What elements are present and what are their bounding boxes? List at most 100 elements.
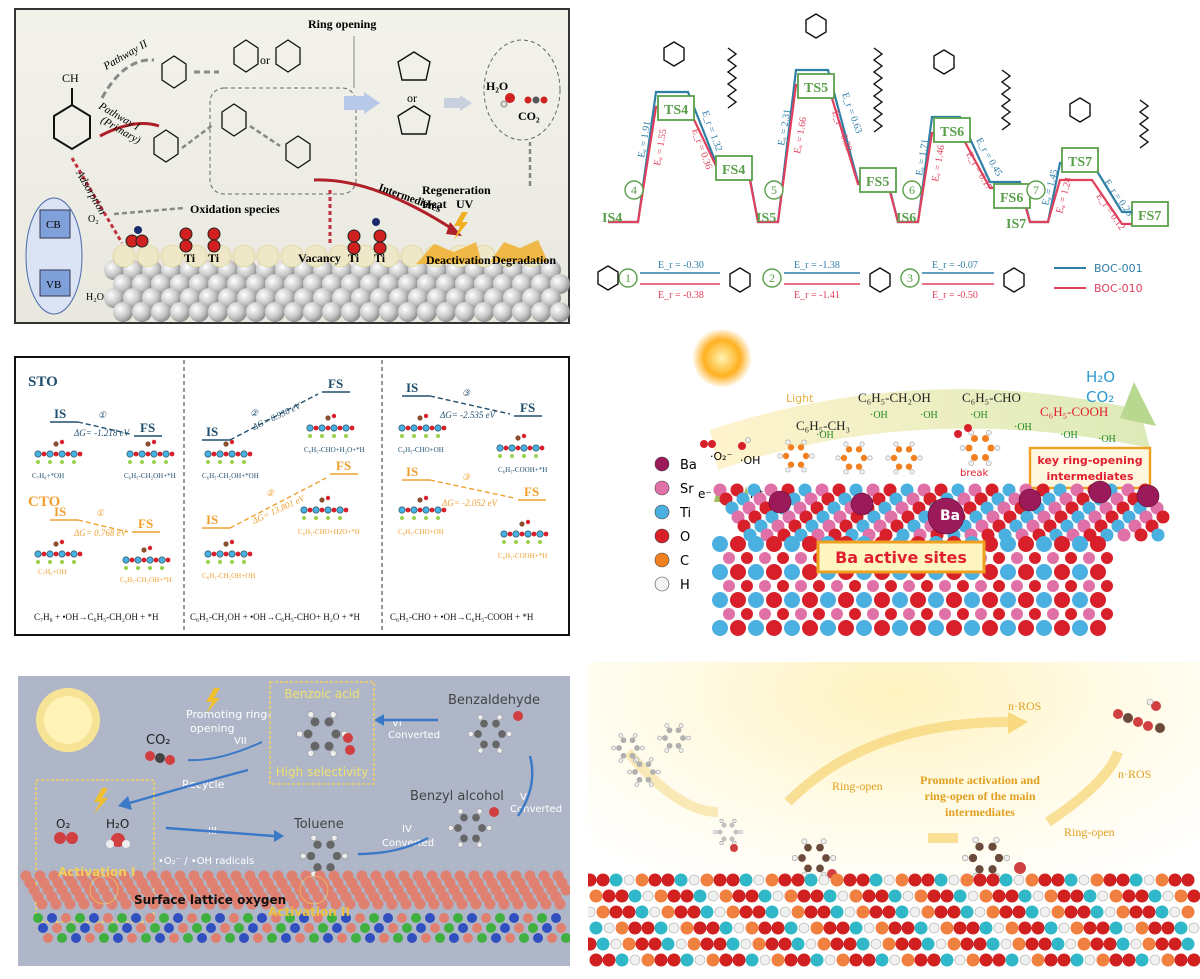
surface-atom: [830, 873, 844, 887]
cation-atom: [326, 516, 330, 520]
float-benzene-4-hydrogen: [719, 818, 724, 823]
break-label: break: [960, 468, 989, 479]
surface-atom: [596, 937, 610, 951]
surface-atom: [1174, 889, 1188, 903]
lattice-cation-atom: [271, 913, 281, 923]
slab-atom: [1134, 528, 1148, 542]
slab-atom: [1090, 564, 1106, 580]
surface-atom: [810, 889, 824, 903]
surface-atom: [745, 889, 759, 903]
surface-atom: [1005, 953, 1019, 967]
nros-label-2: n·ROS: [1118, 767, 1151, 781]
oxygen-atom: [41, 551, 47, 557]
ba-active-sites-label: Ba active sites: [835, 548, 967, 567]
slab-atom: [1101, 552, 1113, 564]
slab-atom: [748, 592, 764, 608]
surface-atom: [227, 302, 247, 322]
surface-atom: [836, 921, 850, 935]
lattice-cation-atom: [178, 923, 188, 933]
surface-atom: [934, 905, 948, 919]
lattice-cation-atom: [243, 913, 253, 923]
sto-ti-atom: [330, 424, 338, 432]
lattice-cation-atom: [491, 933, 501, 943]
sto-ti-atom: [508, 444, 516, 452]
lattice-oxygen-atom: [50, 898, 62, 910]
surface-atom: [1116, 937, 1130, 951]
slab-atom: [982, 620, 998, 636]
cto-ti-atom: [240, 550, 248, 558]
benzaldehyde-model-carbon: [480, 740, 488, 749]
slab-atom: [928, 620, 944, 636]
slab-atom: [849, 580, 861, 592]
surface-atom: [817, 905, 831, 919]
surface-atom: [687, 937, 701, 951]
adsorbate-oxygen: [325, 495, 331, 501]
surface-atom: [1058, 922, 1070, 934]
benzaldehyde-hydrogen: [893, 469, 899, 475]
surface-atom: [1019, 954, 1031, 966]
float-benzene-2-hydrogen: [664, 723, 670, 728]
surface-atom: [132, 302, 152, 322]
lattice-oxygen-atom: [414, 898, 426, 910]
surface-atom: [901, 953, 915, 967]
toluene-carbon: [797, 444, 805, 451]
toluene-carbon: [787, 461, 795, 468]
surface-atom: [740, 938, 752, 950]
lattice-cation-atom: [449, 933, 459, 943]
adsorbate-atom: [319, 497, 325, 503]
slab-atom: [928, 592, 944, 608]
lattice-cation-atom: [561, 933, 570, 943]
slab-atom: [921, 580, 933, 592]
oxygen-atom: [417, 507, 423, 513]
lattice-cation-atom: [281, 933, 291, 943]
surface-atom: [589, 889, 603, 903]
lattice-cation-atom: [514, 923, 524, 933]
lattice-cation-atom: [108, 923, 118, 933]
lattice-cation-atom: [509, 913, 519, 923]
energy-profile-diagram: IS4 TS4 FS4 IS5 TS5 FS5 IS6 TS6 FS6 IS7 …: [588, 0, 1200, 318]
lattice-slab: [20, 870, 570, 943]
slab-atom: [748, 564, 764, 580]
lattice-cation-atom: [99, 933, 109, 943]
benzaldehyde-model-carbon: [480, 719, 488, 728]
adsorbate-oxygen: [521, 433, 527, 439]
slab-atom: [1090, 592, 1106, 608]
cto-ti-atom: [46, 550, 54, 558]
cto-ti-atom: [216, 550, 224, 558]
surface-atom: [1012, 937, 1026, 951]
cto-ti-atom: [434, 506, 442, 514]
cto-lab-d: C₆H₅-CHO+H2O+*H: [298, 528, 360, 536]
surface-atom: [1109, 921, 1123, 935]
benzyl-alcohol-carbon: [855, 446, 863, 453]
slab-atom: [1018, 536, 1034, 552]
top-surface-site: [280, 244, 304, 268]
product-oxygen: [1143, 721, 1153, 731]
oxygen-atom: [319, 507, 325, 513]
lattice-cation-atom: [71, 933, 81, 943]
cto-dg-3: ΔG= -2.052 eV: [441, 498, 499, 508]
surface-atom: [940, 953, 954, 967]
slab-atom: [802, 536, 818, 552]
surface-atom: [667, 889, 681, 903]
surface-atom: [870, 938, 882, 950]
oxygen-atom: [349, 425, 355, 431]
slab-atom: [1018, 620, 1034, 636]
step2-er-boc010: E_r = -1.41: [794, 290, 840, 301]
oxygen-atom: [211, 451, 217, 457]
adsorbed-molecule-1-carbon: [798, 854, 806, 862]
surface-atom: [596, 873, 610, 887]
adsorbate-oxygen: [229, 539, 235, 545]
benzyl-alcohol-model-hydrogen: [457, 808, 464, 815]
benzyl-alcohol-carbon: [840, 454, 848, 462]
surface-atom: [512, 302, 532, 322]
toluene-model-hydrogen: [310, 834, 317, 842]
lattice-cation-atom: [47, 913, 57, 923]
lattice-cation-atom: [85, 933, 95, 943]
benzaldehyde-hydrogen: [885, 455, 891, 461]
surface-atom: [1162, 890, 1174, 902]
sto-ti-atom: [342, 424, 350, 432]
slab-atom: [964, 592, 980, 608]
lattice-cation-atom: [225, 933, 235, 943]
float-benzene-1-hydrogen: [640, 745, 645, 751]
slab-atom: [885, 608, 897, 620]
